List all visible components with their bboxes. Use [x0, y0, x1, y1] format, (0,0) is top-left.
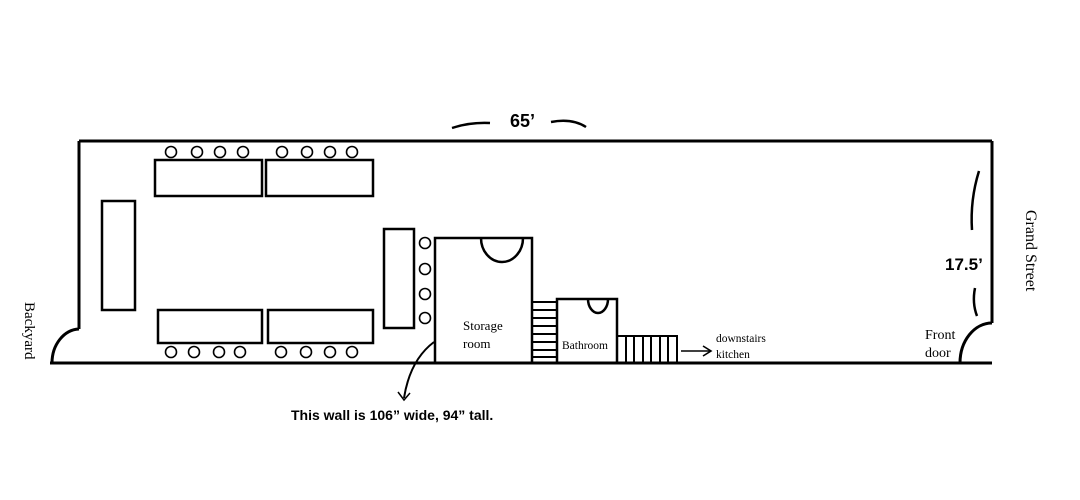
stool: [164, 145, 178, 159]
stairs-up: [531, 301, 558, 364]
stool: [164, 345, 178, 359]
stool: [299, 345, 313, 359]
stool: [418, 287, 432, 301]
stools-bottom: [164, 345, 359, 359]
stairs-down-frame: [616, 335, 678, 364]
table-middle-vertical: [382, 227, 416, 330]
street-label: Grand Street: [1022, 210, 1039, 292]
wall-note-pointer-head: [397, 391, 411, 402]
width-dim-right-stroke: [550, 119, 587, 129]
table-bottom-1: [156, 308, 264, 345]
width-dimension-label: 65’: [510, 111, 535, 131]
stairs-down: [616, 335, 678, 364]
stool: [187, 345, 201, 359]
stool: [345, 345, 359, 359]
stool: [323, 145, 337, 159]
stairs-up-frame: [531, 301, 558, 364]
width-dim-left-stroke: [451, 121, 491, 130]
stool: [275, 145, 289, 159]
stool: [300, 145, 314, 159]
building-outline: [50, 139, 994, 365]
height-dim-top-stroke: [970, 170, 981, 231]
storage-door-arc: [479, 237, 525, 264]
front-door-label-line2: door: [925, 346, 951, 361]
table-top-2: [264, 158, 375, 198]
stools-middle: [418, 236, 432, 325]
stool: [213, 145, 227, 159]
stools-top: [164, 145, 359, 159]
height-dimension-label: 17.5’: [945, 255, 983, 274]
stool: [233, 345, 247, 359]
stool: [190, 145, 204, 159]
stool: [418, 262, 432, 276]
bathroom-label: Bathroom: [562, 340, 608, 352]
storage-room-label-line2: room: [463, 336, 490, 351]
downstairs-label-line1: downstairs: [716, 333, 766, 345]
stool: [323, 345, 337, 359]
stool: [236, 145, 250, 159]
stool: [418, 311, 432, 325]
downstairs-arrow: [681, 345, 713, 357]
front-door-arc: [958, 321, 993, 364]
bathroom: [555, 297, 619, 365]
stool: [418, 236, 432, 250]
wall-note-label: This wall is 106” wide, 94” tall.: [291, 407, 493, 423]
stool: [345, 145, 359, 159]
stool: [274, 345, 288, 359]
front-door-label-line1: Front: [925, 328, 955, 343]
table-left-vertical: [100, 199, 137, 312]
back-door-arc: [50, 327, 80, 364]
height-dim-bottom-stroke: [972, 287, 979, 317]
arrow-head: [702, 345, 713, 357]
wall-note-pointer: [403, 341, 435, 399]
storage-room: [433, 236, 534, 365]
table-bottom-2: [266, 308, 375, 345]
backyard-label: Backyard: [21, 302, 37, 360]
downstairs-label-line2: kitchen: [716, 349, 750, 361]
storage-room-label-line1: Storage: [463, 318, 503, 333]
stool: [212, 345, 226, 359]
table-top-1: [153, 158, 264, 198]
bathroom-door-arc: [586, 298, 610, 315]
